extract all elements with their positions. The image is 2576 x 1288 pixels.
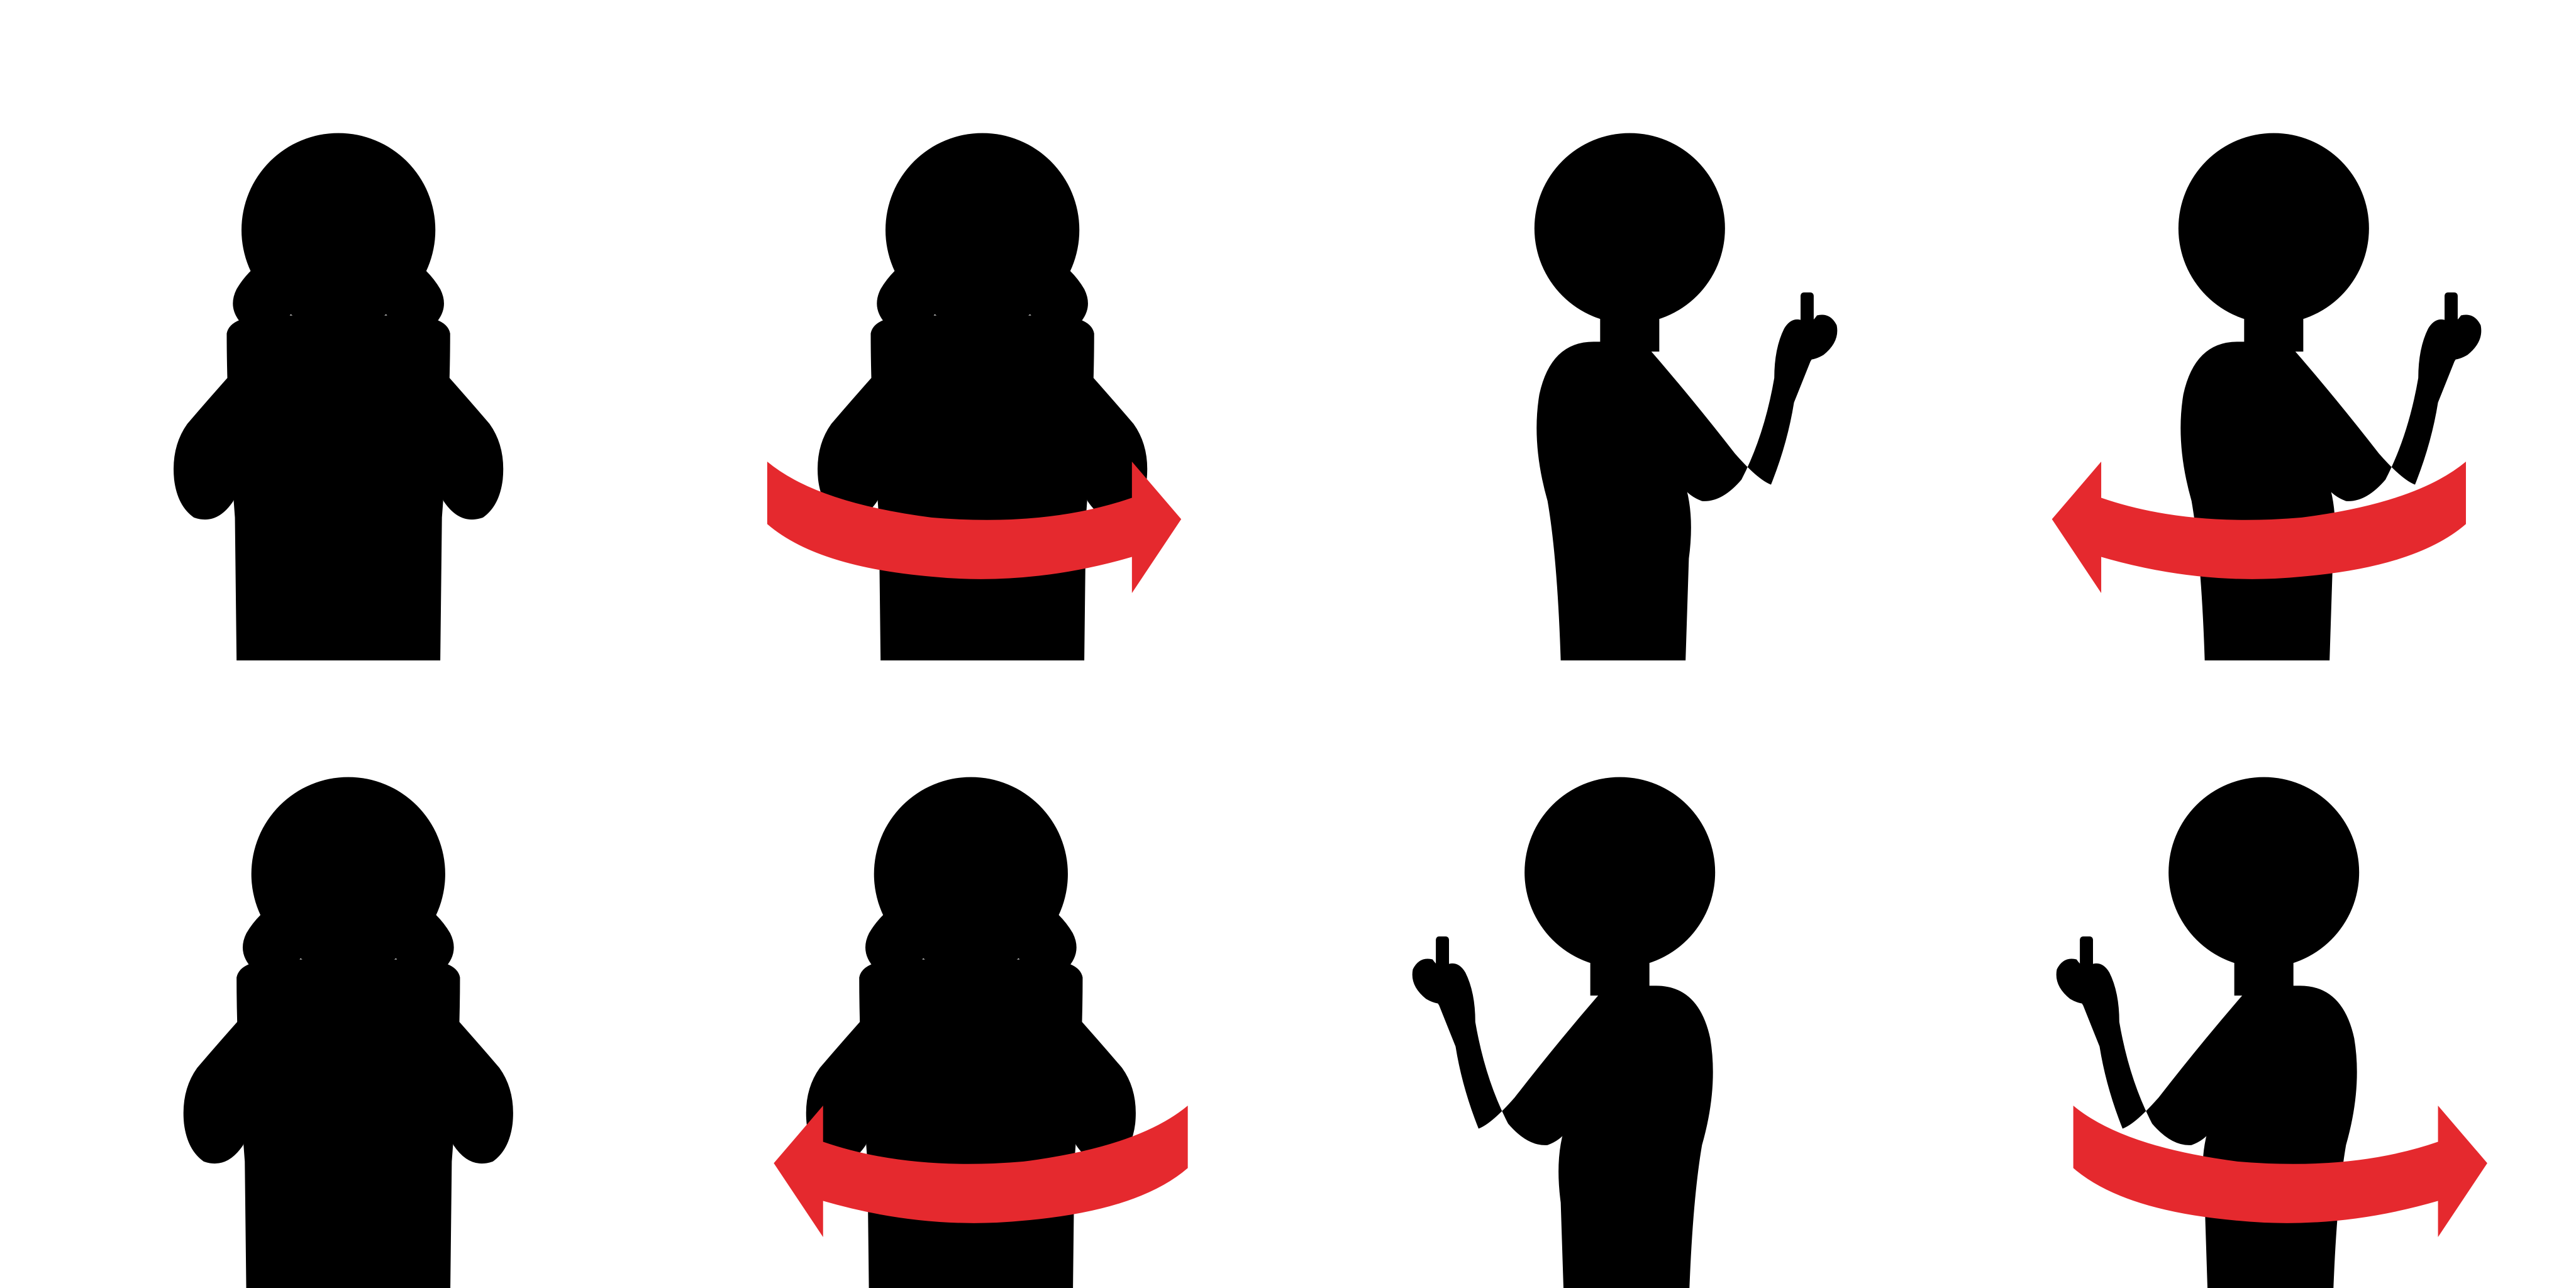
panel-r1c2-figure [818, 133, 1148, 661]
panel-r2c1-figure [183, 777, 513, 1288]
panel-r2c3-figure [1412, 777, 1716, 1288]
panel-r1c1-figure [174, 133, 504, 661]
panel-r1c4-figure [2178, 133, 2482, 661]
panel-r1c3-figure [1534, 133, 1838, 661]
